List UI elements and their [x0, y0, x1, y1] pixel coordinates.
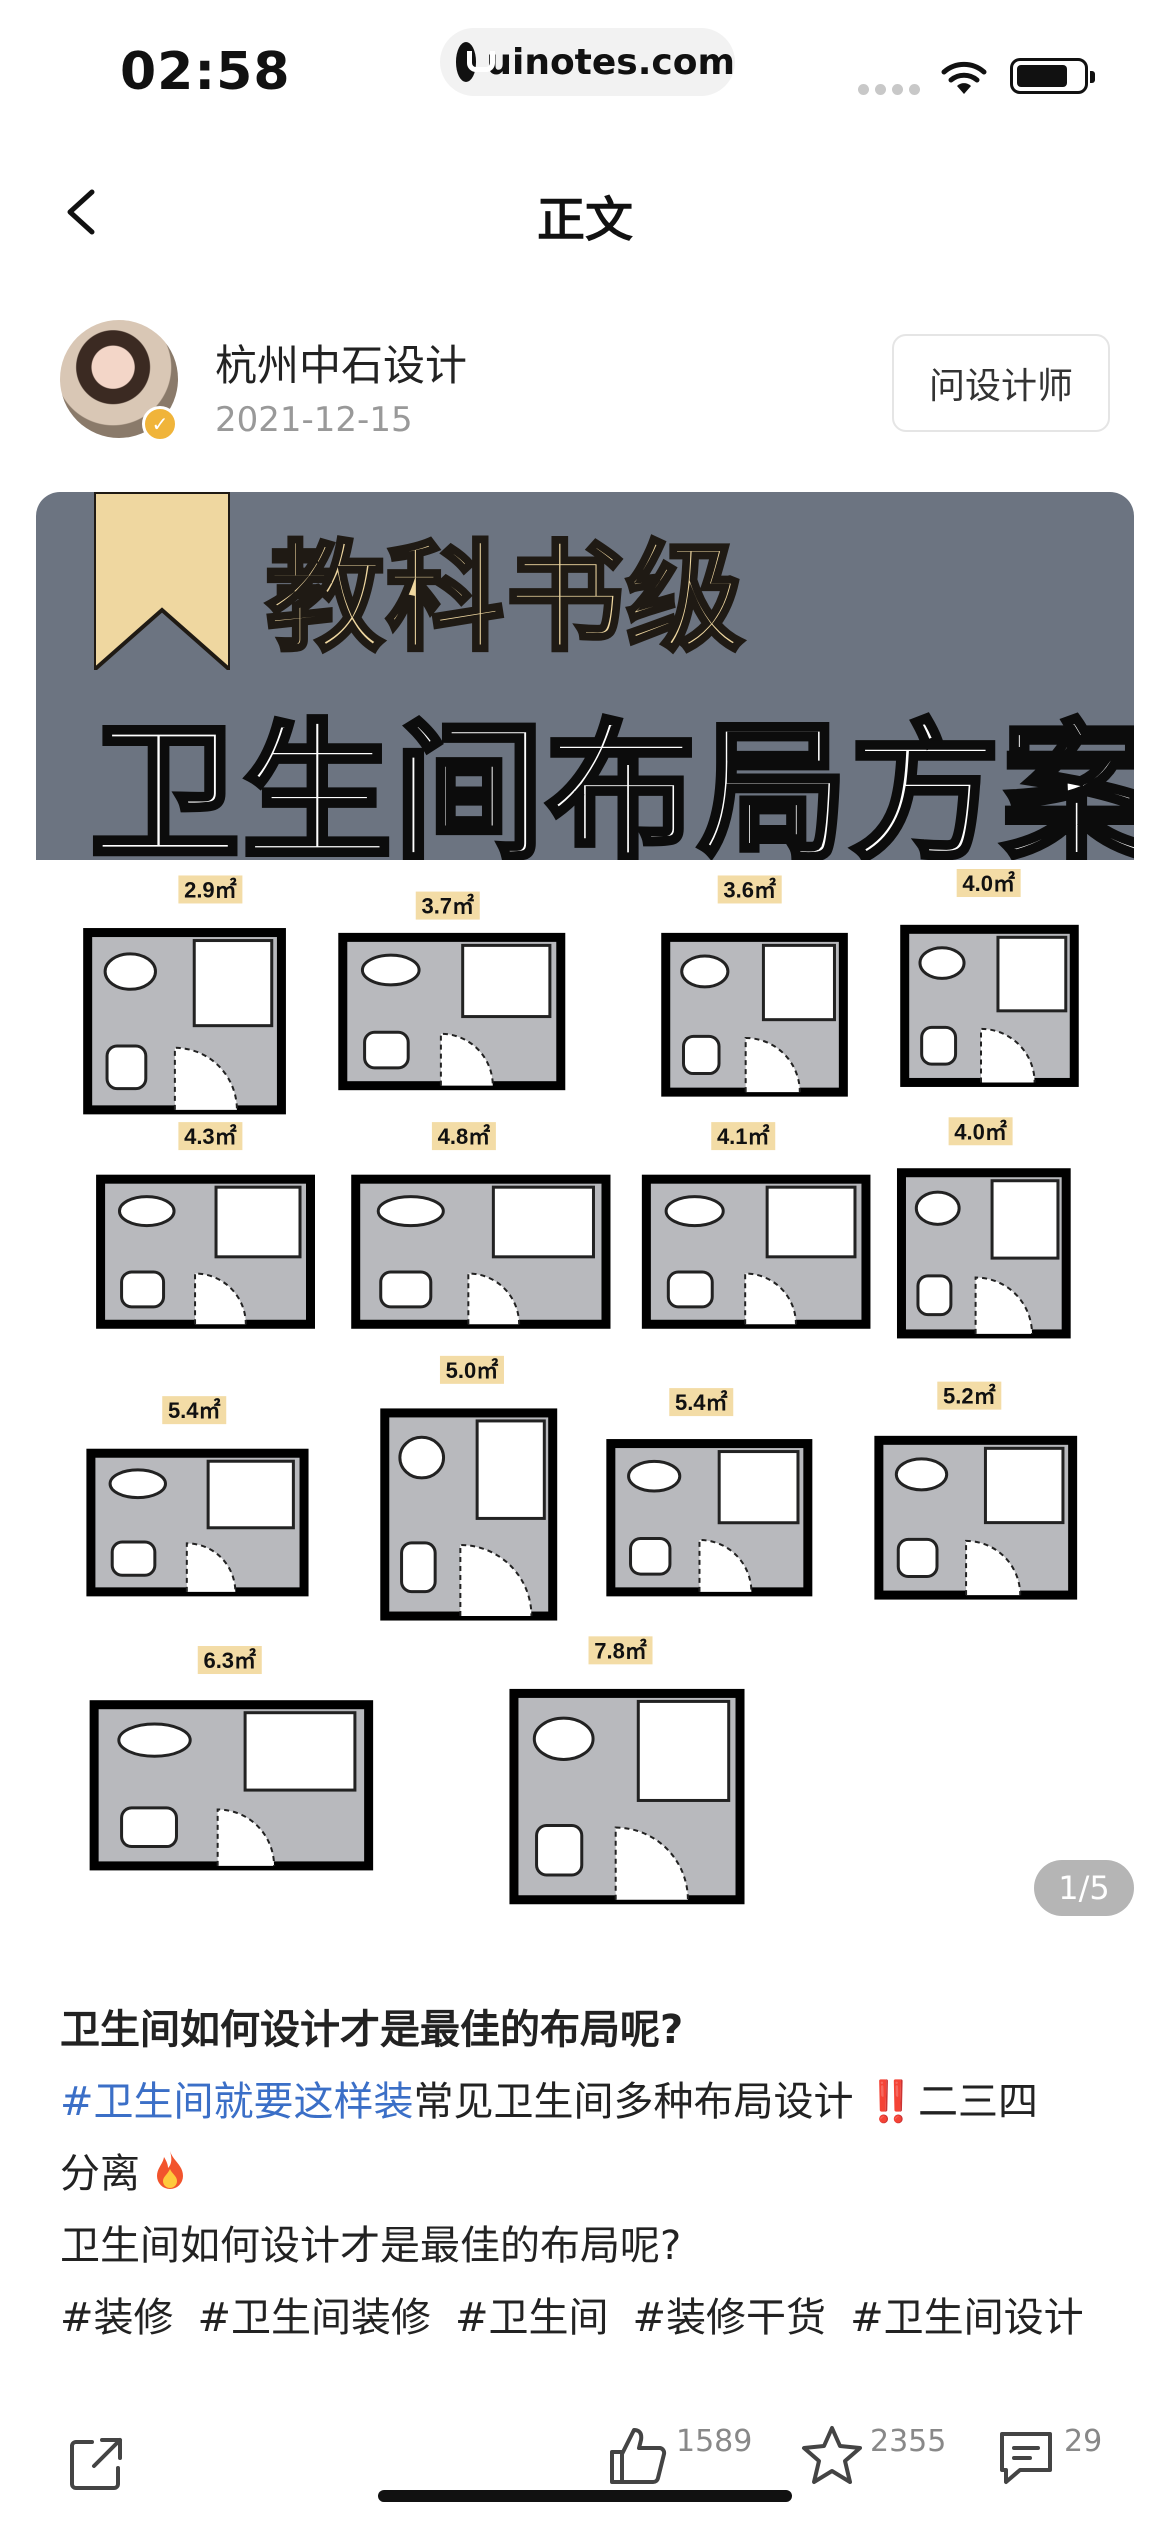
tag[interactable]: #装修干货	[632, 2295, 827, 2341]
post-content: 卫生间如何设计才是最佳的布局呢? #卫生间就要这样装常见卫生间多种布局设计 ‼️…	[60, 2002, 1120, 2354]
site-logo-icon	[456, 42, 496, 82]
floor-plan	[380, 1408, 558, 1621]
share-icon[interactable]	[68, 2436, 124, 2492]
plan-area-label: 5.2㎡	[943, 1384, 996, 1409]
back-icon[interactable]	[62, 188, 102, 236]
plan-area-label: 3.6㎡	[723, 877, 776, 902]
body-line-3: 卫生间如何设计才是最佳的布局呢?	[60, 2223, 682, 2269]
signal-icon	[858, 84, 920, 95]
hero-line2: 卫生间布局方案	[87, 705, 1134, 884]
home-indicator	[378, 2490, 792, 2502]
hero-banner: 教科书级 卫生间布局方案	[36, 492, 1134, 884]
plan-area-label: 5.4㎡	[675, 1390, 728, 1415]
plan-area-label: 3.7㎡	[421, 894, 474, 919]
area-label-bg	[439, 1355, 504, 1384]
area-label-bg	[178, 1122, 243, 1151]
tag[interactable]: #卫生间装修	[197, 2295, 432, 2341]
comment-count: 29	[1064, 2424, 1103, 2459]
author-name[interactable]: 杭州中石设计	[215, 341, 468, 390]
favorite-icon	[802, 2426, 862, 2484]
post-image[interactable]: 教科书级 卫生间布局方案 2.9㎡ 3.7㎡ 3.6㎡ 4.0㎡ 4.3㎡ 4.8㎡ 4.1…	[36, 492, 1134, 1932]
body-text-2: 二三四	[918, 2079, 1039, 2125]
plan-area-label: 5.0㎡	[446, 1358, 499, 1383]
plan-area-label: 5.4㎡	[168, 1398, 221, 1423]
url-text: uinotes.com	[486, 41, 735, 83]
floor-plan	[351, 1174, 611, 1329]
like-count: 1589	[676, 2424, 753, 2459]
plan-area-label: 4.0㎡	[962, 871, 1015, 896]
area-label-bg	[669, 1388, 734, 1417]
tag[interactable]: #卫生间设计	[850, 2295, 1084, 2341]
floor-plan	[661, 932, 848, 1097]
area-label-bg	[956, 869, 1021, 898]
floor-plan	[896, 1168, 1071, 1339]
like-button[interactable]: 1589	[606, 2424, 752, 2488]
fire-icon	[156, 2151, 183, 2189]
plan-area-label: 4.1㎡	[717, 1124, 770, 1149]
floor-plan	[83, 928, 286, 1115]
battery-icon	[1010, 58, 1095, 94]
verified-badge-icon: ✓	[142, 406, 178, 442]
page-title: 正文	[536, 192, 633, 248]
body-line-2: 分离	[60, 2138, 1120, 2210]
favorite-count: 2355	[870, 2424, 947, 2459]
floor-plan	[874, 1435, 1078, 1600]
area-label-bg	[415, 891, 480, 920]
area-label-bg	[178, 875, 243, 904]
area-label-bg	[717, 875, 782, 904]
ask-designer-button[interactable]: 问设计师	[892, 334, 1110, 432]
plan-area-label: 4.8㎡	[438, 1124, 491, 1149]
plan-area-label: 6.3㎡	[203, 1648, 256, 1673]
hashtag-link[interactable]: #卫生间就要这样装	[60, 2079, 414, 2125]
floor-plan	[338, 932, 566, 1091]
comment-button[interactable]: 29	[994, 2424, 1102, 2488]
area-label-bg	[162, 1396, 227, 1425]
wifi-icon	[941, 61, 987, 94]
post-title: 卫生间如何设计才是最佳的布局呢?	[60, 2007, 684, 2053]
url-pill[interactable]: uinotes.com	[440, 28, 735, 96]
body-text-1: 常见卫生间多种布局设计	[413, 2079, 854, 2125]
area-label-bg	[948, 1117, 1013, 1146]
plan-area-label: 4.0㎡	[954, 1119, 1007, 1144]
author-header: ✓ 杭州中石设计 2021-12-15 问设计师	[0, 320, 1170, 450]
tag-list: #装修 #卫生间装修 #卫生间 #装修干货 #卫生间设计	[60, 2282, 1120, 2354]
comment-icon	[1000, 2432, 1052, 2484]
post-date: 2021-12-15	[215, 400, 413, 440]
post-body: #卫生间就要这样装常见卫生间多种布局设计 ‼️二三四 分离 卫生间如何设计才是最…	[60, 2066, 1120, 2354]
floor-plan	[89, 1700, 374, 1871]
area-label-bg	[197, 1646, 262, 1675]
favorite-button[interactable]: 2355	[800, 2424, 946, 2488]
hero-line1: 教科书级	[264, 527, 747, 669]
floor-plan	[96, 1174, 315, 1329]
image-page-indicator: 1/5	[1034, 1860, 1134, 1916]
floor-plan	[641, 1174, 871, 1329]
status-time: 02:58	[120, 42, 291, 102]
tag[interactable]: #装修	[60, 2295, 174, 2341]
status-bar: 02:58 uinotes.com	[0, 0, 1170, 150]
floor-plan	[86, 1448, 309, 1597]
body-line-1: #卫生间就要这样装常见卫生间多种布局设计 ‼️二三四	[60, 2066, 1120, 2138]
floor-plans: 2.9㎡ 3.7㎡ 3.6㎡ 4.0㎡ 4.3㎡ 4.8㎡ 4.1㎡ 4.0㎡ 5.4㎡ 5.0㎡…	[83, 869, 1079, 1905]
bookmark-ribbon-icon	[94, 492, 230, 670]
bottom-action-bar: 1589 2355 29	[0, 2420, 1170, 2532]
floor-plan	[606, 1439, 813, 1597]
plan-area-label: 7.8㎡	[594, 1638, 647, 1663]
floor-plan	[900, 924, 1079, 1087]
area-label-bg	[711, 1122, 776, 1151]
body-text-3: 分离	[60, 2151, 140, 2197]
area-label-bg	[431, 1122, 496, 1151]
area-label-bg	[588, 1636, 653, 1665]
floor-plan-grid: 2.9㎡ 3.7㎡ 3.6㎡ 4.0㎡ 4.3㎡ 4.8㎡ 4.1㎡ 4.0㎡ 5.4㎡ 5.0㎡…	[36, 860, 1134, 1932]
plan-area-label: 2.9㎡	[184, 877, 237, 902]
tag[interactable]: #卫生间	[455, 2295, 609, 2341]
area-label-bg	[937, 1381, 1002, 1410]
nav-bar: 正文	[0, 160, 1170, 260]
double-exclamation-icon: ‼️	[866, 2079, 916, 2125]
floor-plan	[509, 1688, 745, 1905]
plan-area-label: 4.3㎡	[184, 1124, 237, 1149]
like-icon	[610, 2428, 667, 2484]
